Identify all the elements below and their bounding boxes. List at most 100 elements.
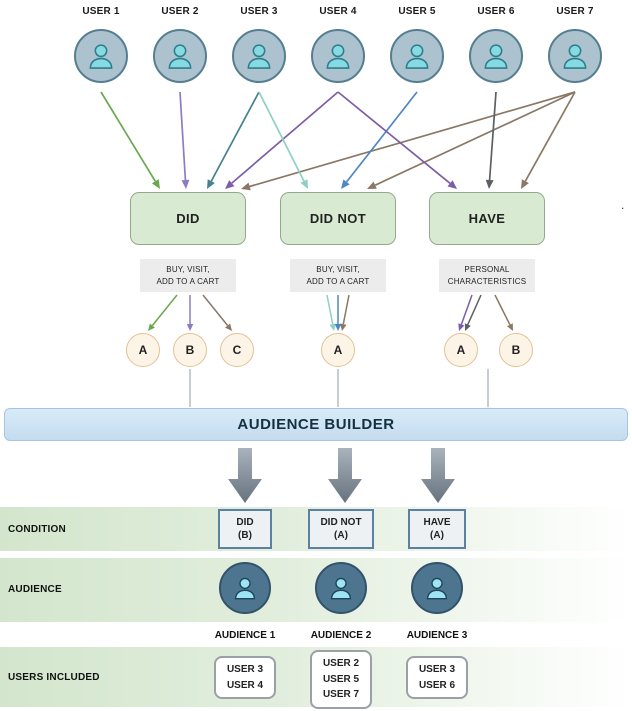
arrow-output-3-head xyxy=(329,323,336,331)
condition-box-did-not: DID NOT xyxy=(280,192,396,245)
output-have-b: B xyxy=(499,333,533,367)
users-included-box-1: USER 3 USER 4 xyxy=(214,656,276,699)
included-user: USER 5 xyxy=(322,673,360,685)
arrow-user-3-to-did-not-head xyxy=(300,179,308,189)
action-label-did: BUY, VISIT, ADD TO A CART xyxy=(140,259,236,292)
arrow-user-7-to-have xyxy=(524,91,576,182)
action-line: BUY, VISIT, xyxy=(166,264,210,274)
arrow-output-1-head xyxy=(186,324,194,331)
arrow-user-2-to-did-head xyxy=(181,179,190,189)
arrow-user-7-to-did-head xyxy=(241,182,251,191)
arrow-user-1-to-did-head xyxy=(151,179,160,189)
selected-condition-variant: (B) xyxy=(238,530,252,541)
arrow-user-7-to-did-not-head xyxy=(367,181,377,189)
condition-title: DID NOT xyxy=(309,211,367,226)
person-icon xyxy=(247,44,271,69)
arrow-output-2-head xyxy=(225,323,232,331)
action-line: PERSONAL xyxy=(464,264,510,274)
included-user: USER 7 xyxy=(322,689,360,700)
output-did-not-a: A xyxy=(321,333,355,367)
big-down-arrow-2 xyxy=(328,448,362,503)
person-icon xyxy=(234,577,256,600)
arrow-user-1-to-did xyxy=(100,91,157,182)
arrow-user-3-to-did-head xyxy=(207,179,215,189)
user-avatar xyxy=(232,29,286,83)
selected-condition-2: DID NOT (A) xyxy=(308,509,374,549)
banner-label: AUDIENCE BUILDER xyxy=(237,416,395,433)
action-label-did-not: BUY, VISIT, ADD TO A CART xyxy=(290,259,386,292)
output-did-c: C xyxy=(220,333,254,367)
audience-label-1: AUDIENCE 1 xyxy=(214,630,276,641)
output-did-a: A xyxy=(126,333,160,367)
person-icon xyxy=(484,44,508,69)
arrow-user-4-to-did-head xyxy=(225,180,235,189)
user-avatar xyxy=(153,29,207,83)
audience-avatar-2 xyxy=(315,562,367,614)
arrow-user-5-to-did-not xyxy=(345,91,418,183)
person-icon xyxy=(330,577,352,600)
included-user: USER 2 xyxy=(322,658,360,669)
audience-label-3: AUDIENCE 3 xyxy=(406,630,468,641)
user-label: USER 5 xyxy=(398,6,436,17)
arrow-user-6-to-have-head xyxy=(485,179,494,189)
user-node-7: USER 7 xyxy=(535,6,615,83)
arrow-user-7-to-did-not xyxy=(374,91,576,186)
arrow-output-8 xyxy=(494,294,511,326)
condition-row-label: CONDITION xyxy=(8,524,66,535)
arrow-output-6 xyxy=(460,294,473,325)
person-icon xyxy=(563,44,587,69)
user-avatar xyxy=(548,29,602,83)
user-label: USER 6 xyxy=(477,6,515,17)
user-node-2: USER 2 xyxy=(140,6,220,83)
condition-box-have: HAVE xyxy=(429,192,545,245)
arrow-output-7 xyxy=(467,294,482,325)
action-line: BUY, VISIT, xyxy=(316,264,360,274)
user-label: USER 7 xyxy=(556,6,594,17)
selected-condition-variant: (A) xyxy=(334,530,348,541)
person-icon xyxy=(405,44,429,69)
arrow-user-3-to-did-not xyxy=(258,91,305,182)
audience-avatar-3 xyxy=(411,562,463,614)
selected-condition-name: HAVE xyxy=(423,516,451,528)
users-included-label: USERS INCLUDED xyxy=(8,672,100,683)
arrow-output-0-head xyxy=(148,323,155,331)
output-did-b: B xyxy=(173,333,207,367)
person-icon xyxy=(326,44,350,69)
action-label-have: PERSONAL CHARACTERISTICS xyxy=(439,259,535,292)
user-avatar xyxy=(311,29,365,83)
action-line: ADD TO A CART xyxy=(306,276,370,286)
arrow-user-4-to-have xyxy=(337,91,451,184)
action-line: ADD TO A CART xyxy=(156,276,220,286)
selected-condition-name: DID NOT xyxy=(320,516,362,528)
arrow-user-4-to-did xyxy=(231,91,339,184)
user-node-3: USER 3 xyxy=(219,6,299,83)
stray-dot: . xyxy=(621,198,625,212)
arrow-user-6-to-have xyxy=(488,91,497,181)
users-included-box-2: USER 2 USER 5 USER 7 xyxy=(310,650,372,709)
included-user: USER 6 xyxy=(418,679,456,691)
selected-condition-1: DID (B) xyxy=(218,509,272,549)
arrow-output-5-head xyxy=(340,323,347,331)
audience-avatar-1 xyxy=(219,562,271,614)
user-node-1: USER 1 xyxy=(61,6,141,83)
condition-title: HAVE xyxy=(468,211,506,226)
person-icon xyxy=(168,44,192,69)
arrow-user-7-to-have-head xyxy=(521,179,529,189)
condition-title: DID xyxy=(176,211,200,226)
user-label: USER 2 xyxy=(161,6,199,17)
selected-condition-3: HAVE (A) xyxy=(408,509,466,549)
user-node-5: USER 5 xyxy=(377,6,457,83)
arrow-user-4-to-have-head xyxy=(447,180,457,189)
included-user: USER 4 xyxy=(226,679,264,691)
arrow-output-6-head xyxy=(458,323,465,331)
included-user: USER 3 xyxy=(226,664,264,675)
big-down-arrow-3 xyxy=(421,448,455,503)
person-icon xyxy=(426,577,448,600)
arrow-output-0 xyxy=(151,294,178,326)
audience-builder-banner: AUDIENCE BUILDER xyxy=(4,408,628,441)
arrow-user-2-to-did xyxy=(179,91,187,181)
user-label: USER 1 xyxy=(82,6,120,17)
audience-row-label: AUDIENCE xyxy=(8,584,62,595)
arrow-user-3-to-did xyxy=(210,91,260,182)
